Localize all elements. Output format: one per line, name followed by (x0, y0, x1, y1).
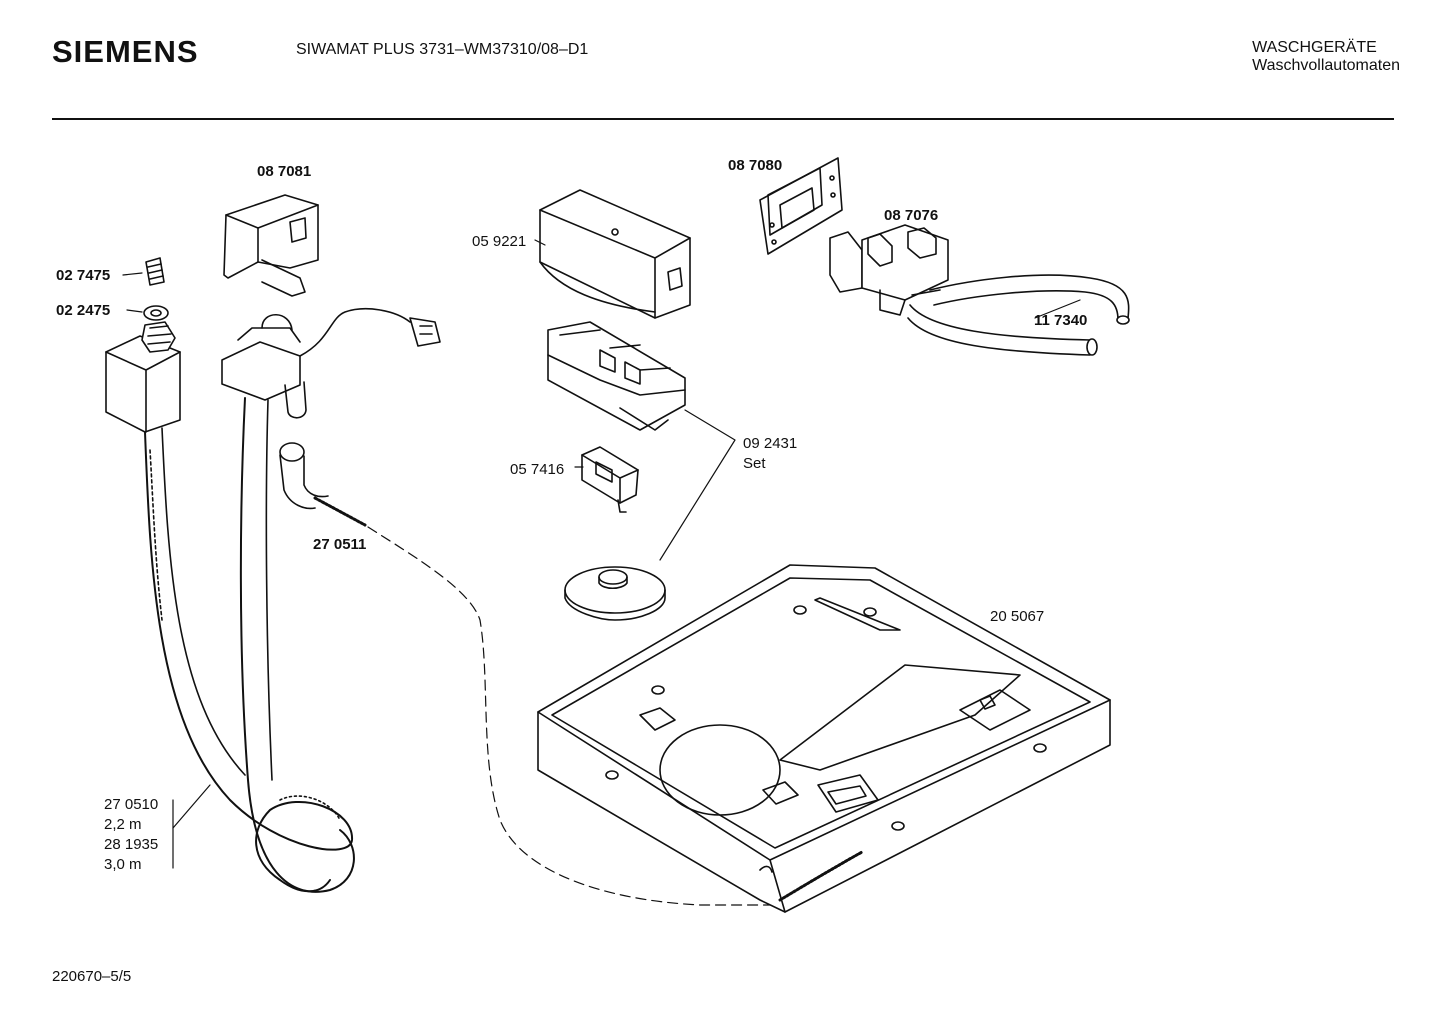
part-cap-087081 (223, 194, 319, 297)
part-tubes-117340 (907, 274, 1130, 356)
part-elbow-270511 (279, 442, 781, 906)
part-filter-027475 (145, 257, 165, 286)
category-line-2: Waschvollautomaten (1252, 57, 1400, 74)
label-270511: 27 0511 (313, 536, 366, 553)
leader-092431 (659, 409, 736, 561)
part-plate-087080 (759, 157, 843, 255)
label-087076: 08 7076 (884, 207, 938, 224)
leader-059221 (534, 239, 546, 246)
model-title: SIWAMAT PLUS 3731–WM37310/08–D1 (296, 41, 589, 58)
label-057416: 05 7416 (510, 461, 564, 478)
label-059221: 05 9221 (472, 233, 526, 250)
label-hose-281935: 28 1935 (104, 836, 158, 853)
category-line-1: WASCHGERÄTE (1252, 39, 1377, 56)
label-hose-281935-length: 3,0 m (104, 856, 142, 873)
part-baseplate-205067 (537, 564, 1111, 913)
label-087080: 08 7080 (728, 157, 782, 174)
label-027475: 02 7475 (56, 267, 110, 284)
hose-length-bracket (172, 784, 211, 869)
label-205067: 20 5067 (990, 608, 1044, 625)
part-bracket-092431 (547, 321, 686, 431)
part-valve-087076 (829, 224, 949, 316)
header-divider (52, 118, 1394, 120)
leader-027475 (122, 272, 143, 276)
label-022475: 02 2475 (56, 302, 110, 319)
leader-022475 (126, 309, 143, 313)
part-housing-059221 (539, 189, 691, 319)
part-hose-281935 (221, 308, 441, 893)
part-switch-057416 (581, 446, 639, 513)
category-block: WASCHGERÄTE Waschvollautomaten (1252, 39, 1400, 75)
part-knob-disk (564, 566, 666, 621)
label-hose-270510: 27 0510 (104, 796, 158, 813)
part-hose-270510 (105, 321, 354, 893)
label-092431-set: Set (743, 455, 766, 472)
label-087081: 08 7081 (257, 163, 311, 180)
document-number: 220670–5/5 (52, 968, 132, 985)
part-washer-022475 (143, 305, 169, 321)
label-117340: 11 7340 (1034, 312, 1087, 329)
label-hose-270510-length: 2,2 m (104, 816, 142, 833)
label-092431: 09 2431 (743, 435, 797, 452)
brand-logo: SIEMENS (52, 34, 199, 69)
